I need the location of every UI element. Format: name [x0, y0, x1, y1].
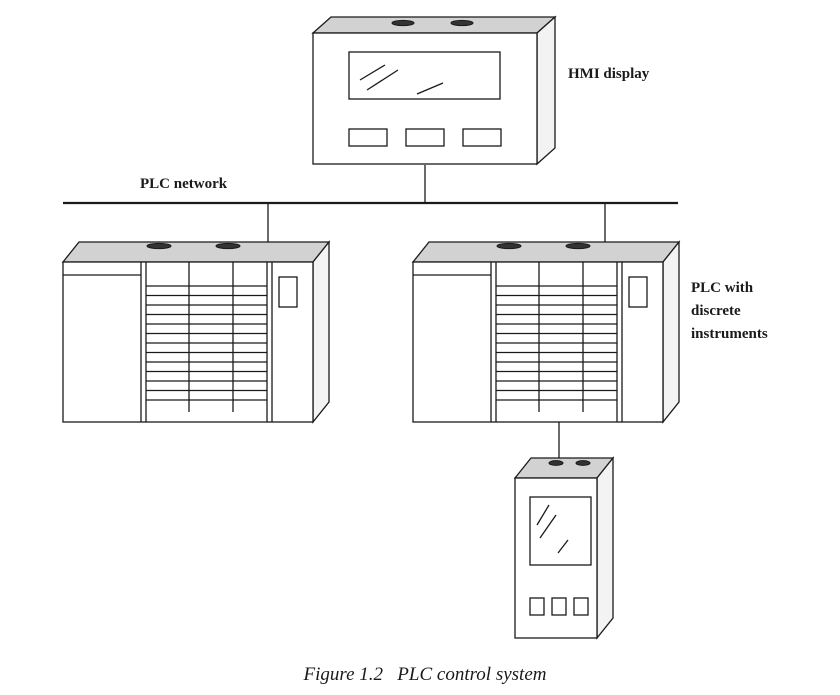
plc-rack-left	[61, 240, 331, 424]
cpu-status-window	[628, 276, 648, 308]
hmi-port-hole	[450, 19, 474, 27]
figure-caption: Figure 1.2 PLC control system	[303, 664, 547, 685]
hmi-port-hole	[391, 19, 415, 27]
plc-with-label-line3: instruments	[691, 326, 768, 342]
instrument-top-face	[513, 457, 615, 479]
hmi-display	[311, 15, 557, 166]
plc-side-face	[312, 240, 330, 424]
hmi-key	[405, 128, 445, 147]
instrument-key	[529, 597, 545, 616]
io-terminal-rows	[146, 285, 267, 401]
plc-port-hole	[565, 242, 591, 250]
plc-side-face	[662, 240, 680, 424]
screen-glare-line	[416, 82, 444, 95]
plc-top-face	[411, 241, 681, 263]
screen-glare-line	[557, 539, 569, 554]
hmi-display-label: HMI display	[568, 66, 650, 82]
hmi-side-face	[536, 15, 556, 166]
plc-with-label-line1: PLC with	[691, 280, 754, 296]
hmi-key	[462, 128, 502, 147]
hmi-top-face	[311, 16, 557, 34]
screen-glare-line	[539, 514, 557, 539]
io-terminal-rows	[496, 285, 617, 401]
plc-port-hole	[496, 242, 522, 250]
instrument-side-face	[596, 456, 614, 640]
hmi-key	[348, 128, 388, 147]
instrument-key	[573, 597, 589, 616]
plc-front-face	[412, 261, 664, 423]
cpu-status-window	[278, 276, 298, 308]
instrument-port-hole	[548, 460, 564, 466]
plc-port-hole	[146, 242, 172, 250]
instrument-screen	[529, 496, 592, 566]
plc-port-hole	[215, 242, 241, 250]
screen-glare-line	[536, 504, 550, 526]
plc-with-label-line2: discrete	[691, 303, 741, 319]
screen-glare-line	[359, 64, 386, 81]
instrument-port-hole	[575, 460, 591, 466]
plc-rack-right	[411, 240, 681, 424]
discrete-instrument	[513, 456, 615, 640]
instrument-key	[551, 597, 567, 616]
plc-front-face	[62, 261, 314, 423]
plc-top-face	[61, 241, 331, 263]
plc-network-label: PLC network	[140, 176, 228, 192]
screen-glare-line	[366, 69, 399, 91]
hmi-screen	[348, 51, 501, 100]
